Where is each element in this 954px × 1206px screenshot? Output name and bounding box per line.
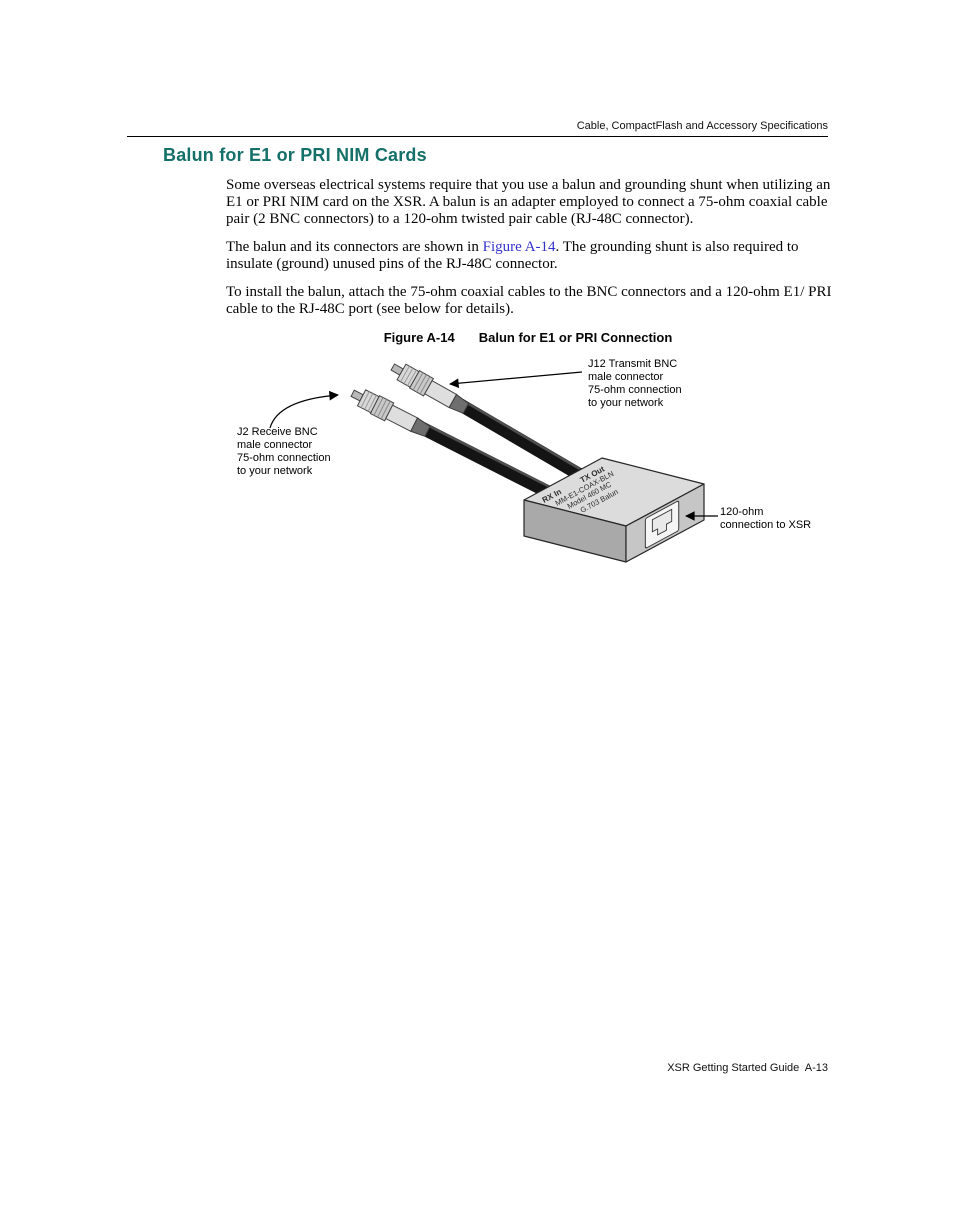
arrow-to-transmit-connector	[449, 371, 583, 388]
bnc-connector-transmit	[387, 357, 472, 418]
header-divider	[127, 136, 828, 137]
rj48c-jack	[644, 500, 680, 549]
rj48c-jack-socket	[651, 508, 673, 536]
paragraph-2-text-before: The balun and its connectors are shown i…	[226, 239, 483, 255]
balun-figure: RX In TX Out MM-E1-COAX-BLN Model 460 MC…	[230, 350, 830, 580]
arrow-to-receive-connector	[269, 390, 339, 429]
paragraph-3: To install the balun, attach the 75-ohm …	[226, 284, 832, 317]
coax-cable-receive	[417, 421, 555, 500]
running-header: Cable, CompactFlash and Accessory Specif…	[576, 120, 828, 132]
figure-caption-title: Balun for E1 or PRI Connection	[478, 330, 673, 345]
balun-diagram: RX In TX Out MM-E1-COAX-BLN Model 460 MC…	[269, 357, 718, 563]
paragraph-2-text-after: . The grounding shunt is also required t…	[226, 239, 799, 272]
paragraph-2: The balun and its connectors are shown i…	[226, 239, 846, 273]
page-title: Balun for E1 or PRI NIM Cards	[163, 145, 427, 165]
callout-receive-bnc: J2 Receive BNC male connector 75-ohm con…	[237, 426, 331, 477]
figure-caption: Figure A-14 Balun for E1 or PRI Connectio…	[226, 329, 830, 346]
callout-120ohm-xsr: 120-ohm connection to XSR	[720, 506, 812, 531]
callout-transmit-bnc: J12 Transmit BNC male connector 75-ohm c…	[588, 358, 682, 409]
page-footer: XSR Getting Started Guide A-13	[667, 1062, 828, 1074]
coax-cable-transmit	[455, 398, 586, 482]
figure-caption-number: Figure A-14	[383, 330, 455, 345]
figure-a14-link[interactable]: Figure A-14	[482, 239, 556, 255]
body-text-column: Some overseas electrical systems require…	[226, 177, 846, 346]
paragraph-1: Some overseas electrical systems require…	[226, 177, 831, 227]
coax-cable-receive-highlight	[422, 421, 551, 489]
coax-cable-transmit-highlight	[461, 398, 581, 471]
